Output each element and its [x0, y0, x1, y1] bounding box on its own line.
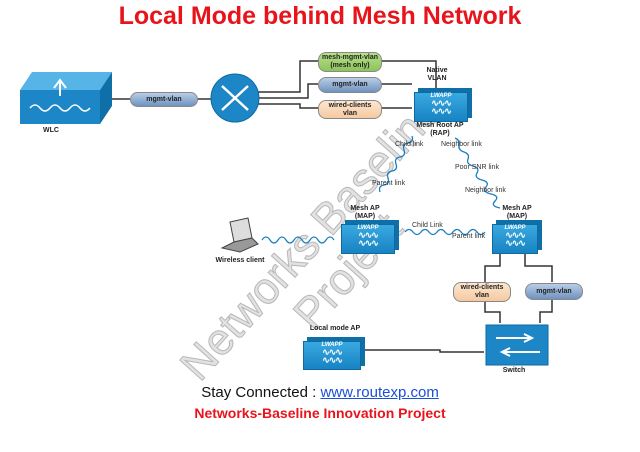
local-ap-icon: LWAPP∿∿∿∿∿∿	[303, 341, 361, 370]
poor-snr-link-label: Poor SNR link	[455, 164, 499, 171]
project-name: Networks-Baseline Innovation Project	[194, 405, 446, 421]
stay-connected-text: Stay Connected :	[201, 384, 321, 401]
wlc-label: WLC	[43, 127, 59, 134]
wired-line	[258, 103, 412, 109]
wlc-top	[20, 72, 112, 90]
connection-lines	[20, 60, 553, 366]
map-switch-wired	[484, 253, 501, 323]
local-switch-line	[362, 349, 484, 353]
mgmt-vlan-pipe: mgmt-vlan	[318, 77, 382, 93]
neighbor-link-label: Neighbor link	[441, 141, 482, 148]
neighbor-link-label-2: Neighbor link	[465, 187, 506, 194]
rap-child-link	[378, 135, 414, 193]
page-title: Local Mode behind Mesh Network	[118, 2, 522, 30]
map-right-icon: LWAPP∿∿∿∿∿∿	[492, 224, 538, 254]
laptop-icon	[220, 217, 259, 253]
switch-icon	[485, 324, 549, 366]
map-left-icon: LWAPP∿∿∿∿∿∿	[341, 224, 395, 254]
mesh-mgmt-line	[258, 60, 437, 93]
map-left-label: Mesh AP (MAP)	[350, 205, 380, 220]
mgmt-line	[258, 83, 412, 99]
switch-mgmt-vlan-pipe: mgmt-vlan	[525, 283, 583, 300]
switch-label: Switch	[502, 367, 526, 374]
map-right-label: Mesh AP (MAP)	[502, 205, 532, 220]
website-link[interactable]: www.routexp.com	[320, 384, 439, 401]
child-link-label: Child link	[395, 141, 424, 148]
stay-connected: Stay Connected : www.routexp.com	[0, 384, 640, 401]
wireless-client-label: Wireless client	[215, 257, 265, 264]
switch-wired-clients-pipe: wired-clients vlan	[453, 282, 511, 302]
neighbor-link	[454, 137, 501, 209]
wlc-mgmt-vlan-pipe: mgmt-vlan	[130, 92, 198, 107]
child-link-label-2: Child Link	[412, 222, 443, 229]
wired-clients-vlan-pipe: wired-clients vlan	[318, 100, 382, 119]
rap-icon: LWAPP∿∿∿∿∿∿	[414, 92, 468, 122]
map-child-link	[404, 228, 486, 236]
parent-link-label-2: Parent link	[452, 233, 486, 240]
native-vlan-label: Native VLAN	[426, 67, 448, 82]
map-switch-mgmt	[524, 253, 553, 323]
local-ap-label: Local mode AP	[309, 325, 361, 332]
client-wireless-link	[261, 236, 335, 244]
rap-label: Mesh Root AP (RAP)	[416, 122, 464, 137]
parent-link-label: Parent link	[372, 180, 406, 187]
mesh-mgmt-vlan-pipe: mesh-mgmt-vlan (mesh only)	[318, 52, 382, 72]
